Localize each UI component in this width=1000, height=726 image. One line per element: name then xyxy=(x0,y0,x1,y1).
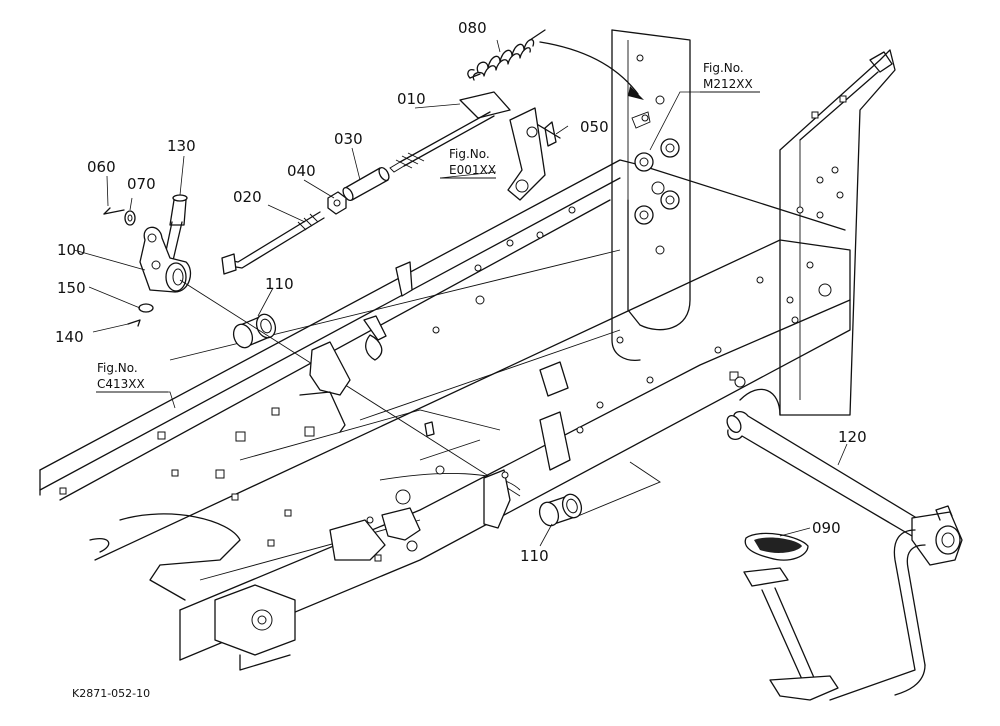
part-050-pin xyxy=(507,107,561,201)
part-010-rod xyxy=(389,91,511,173)
figure-ref-m212[interactable]: Fig.No. M212XX xyxy=(703,61,753,91)
callout-150: 150 xyxy=(57,279,86,297)
callout-060: 060 xyxy=(87,158,116,176)
figref-e001-number[interactable]: E001XX xyxy=(449,163,496,177)
part-020-rod xyxy=(221,211,325,275)
callout-110-lower: 110 xyxy=(520,547,549,565)
callout-030: 030 xyxy=(334,130,363,148)
part-120-pedal-shaft xyxy=(726,410,963,701)
figref-m212-label: Fig.No. xyxy=(703,61,744,75)
callout-040: 040 xyxy=(287,162,316,180)
vertical-plate xyxy=(611,29,691,361)
callout-140: 140 xyxy=(55,328,84,346)
part-040-nut xyxy=(327,191,347,215)
callout-050: 050 xyxy=(580,118,609,136)
frame-fittings xyxy=(299,261,571,561)
callout-090: 090 xyxy=(812,519,841,537)
part-100-lever xyxy=(139,226,192,293)
callout-020: 020 xyxy=(233,188,262,206)
install-arrow xyxy=(539,41,644,100)
drawing-code: K2871-052-10 xyxy=(72,687,150,700)
callout-100: 100 xyxy=(57,241,86,259)
part-140-pin xyxy=(127,319,141,327)
figure-ref-c413[interactable]: Fig.No. C413XX xyxy=(97,361,145,391)
center-lines xyxy=(179,279,661,517)
part-060-cotter-pin xyxy=(103,207,125,215)
part-030-sleeve xyxy=(342,166,390,202)
callout-130: 130 xyxy=(167,137,196,155)
part-070-washer xyxy=(124,210,136,226)
part-090-pedal-pad xyxy=(743,532,809,587)
right-bracket xyxy=(734,49,896,416)
part-110-bushing-lower xyxy=(538,493,583,527)
callout-080: 080 xyxy=(458,19,487,37)
callout-010: 010 xyxy=(397,90,426,108)
figref-e001-label: Fig.No. xyxy=(449,147,490,161)
figref-m212-number[interactable]: M212XX xyxy=(703,77,753,91)
figref-c413-label: Fig.No. xyxy=(97,361,138,375)
part-110-bushing-upper xyxy=(232,313,277,349)
leader-lines xyxy=(73,39,848,547)
callout-070: 070 xyxy=(127,175,156,193)
callout-120: 120 xyxy=(838,428,867,446)
callouts: 080 010 030 040 050 020 130 060 070 100 … xyxy=(55,19,867,565)
figure-ref-e001[interactable]: Fig.No. E001XX xyxy=(449,147,496,177)
part-080-spring xyxy=(467,29,546,81)
callout-110-upper: 110 xyxy=(265,275,294,293)
figref-c413-number[interactable]: C413XX xyxy=(97,377,145,391)
part-150-washer xyxy=(138,303,154,313)
